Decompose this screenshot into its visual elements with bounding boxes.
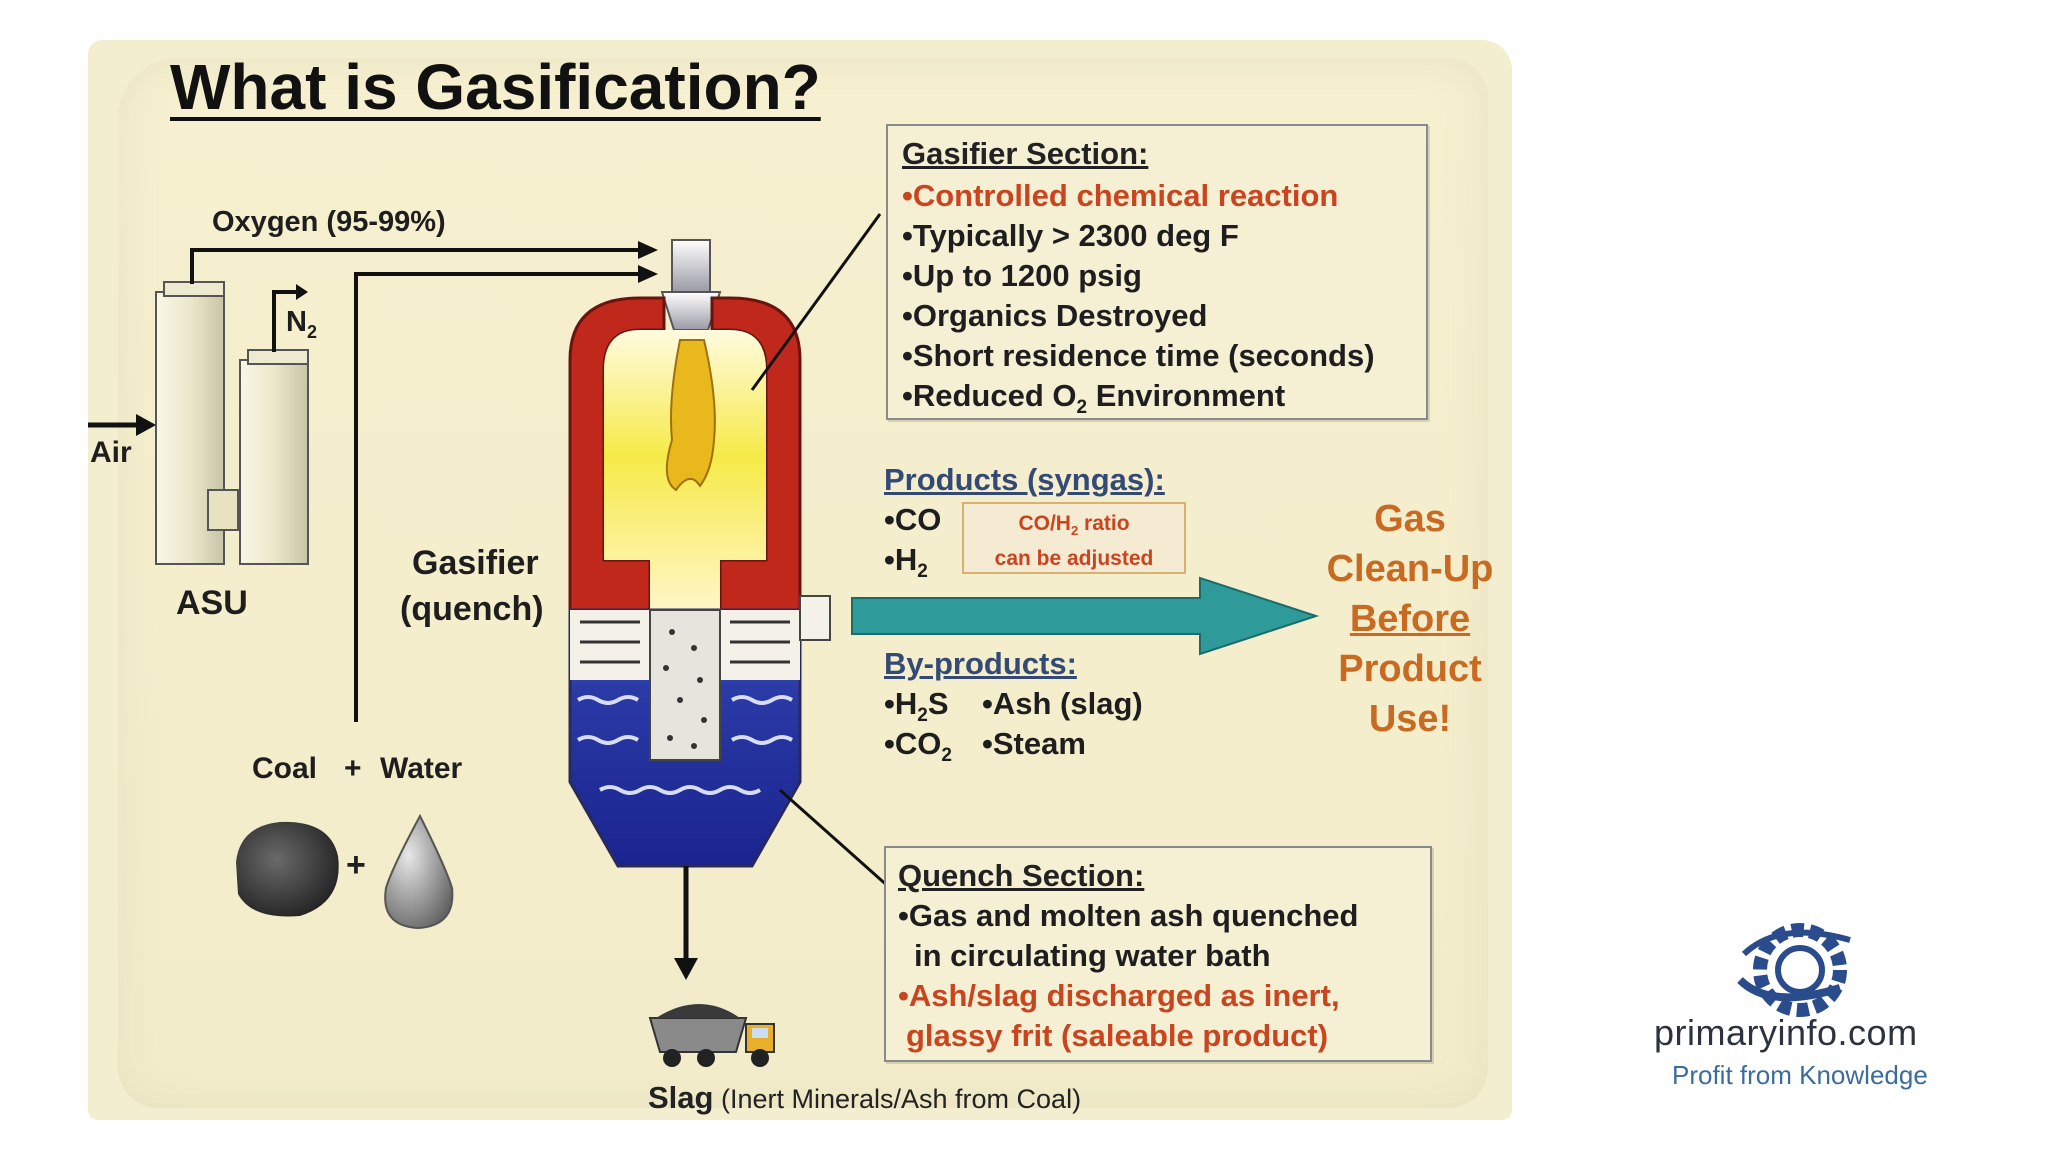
logo-mark xyxy=(1740,930,1850,1010)
quench-section-list: •Gas and molten ash quenched in circulat… xyxy=(898,896,1358,1056)
air-arrow xyxy=(88,414,156,436)
coal-label: Coal xyxy=(252,752,317,786)
gasifier-vessel xyxy=(570,298,830,866)
product-h2: •H2 xyxy=(884,540,928,592)
gasifier-section-list: •Controlled chemical reaction •Typically… xyxy=(902,176,1375,428)
gasifier-label: Gasifier xyxy=(412,544,539,583)
byproduct-ash: •Ash (slag) xyxy=(982,684,1143,724)
gasifier-leader-line xyxy=(752,214,880,390)
slag-caption: Slag (Inert Minerals/Ash from Coal) xyxy=(648,1080,1081,1116)
quench-item: •Ash/slag discharged as inert, xyxy=(898,976,1358,1016)
quench-item: in circulating water bath xyxy=(898,936,1358,976)
ratio-note: CO/H2 ratio can be adjusted xyxy=(962,502,1186,574)
quench-item: glassy frit (saleable product) xyxy=(898,1016,1358,1056)
dump-truck-icon xyxy=(650,1004,774,1067)
oxygen-label: Oxygen (95-99%) xyxy=(212,206,446,239)
gasifier-item: •Organics Destroyed xyxy=(902,296,1375,336)
n2-label: N2 xyxy=(286,306,317,343)
dip-tube xyxy=(650,610,720,760)
air-label: Air xyxy=(90,436,132,470)
asu-column-right xyxy=(240,360,308,564)
coal-water-plus: + xyxy=(346,846,366,885)
quench-section-box: Quench Section: •Gas and molten ash quen… xyxy=(884,846,1432,1062)
quench-section-heading: Quench Section: xyxy=(898,858,1144,894)
byproduct-co2: •CO2 xyxy=(884,724,952,776)
byproducts-heading: By-products: xyxy=(884,646,1077,682)
gasifier-item: •Up to 1200 psig xyxy=(902,256,1375,296)
water-label: Water xyxy=(380,752,462,786)
coal-icon xyxy=(236,822,339,917)
gasifier-section-heading: Gasifier Section: xyxy=(902,136,1148,172)
product-co: •CO xyxy=(884,500,941,540)
gasifier-item: •Typically > 2300 deg F xyxy=(902,216,1375,256)
slag-arrow xyxy=(674,866,698,980)
quench-label: (quench) xyxy=(400,590,544,629)
quench-leader-line xyxy=(780,790,890,888)
logo-tagline: Profit from Knowledge xyxy=(1672,1060,1928,1091)
logo-name: primaryinfo.com xyxy=(1654,1012,1918,1054)
byproduct-steam: •Steam xyxy=(982,724,1086,764)
gasifier-section-box: Gasifier Section: •Controlled chemical r… xyxy=(886,124,1428,420)
gasifier-item: •Short residence time (seconds) xyxy=(902,336,1375,376)
products-heading: Products (syngas): xyxy=(884,462,1165,498)
plus-label: + xyxy=(344,752,362,786)
oxygen-line xyxy=(192,241,658,284)
gasifier-item: •Reduced O2 Environment xyxy=(902,376,1375,428)
water-drop-icon xyxy=(385,816,452,928)
gas-cleanup-note: Gas Clean-Up Before Product Use! xyxy=(1300,494,1520,744)
gasifier-item: •Controlled chemical reaction xyxy=(902,176,1375,216)
quench-item: •Gas and molten ash quenched xyxy=(898,896,1358,936)
asu-label: ASU xyxy=(176,584,248,623)
